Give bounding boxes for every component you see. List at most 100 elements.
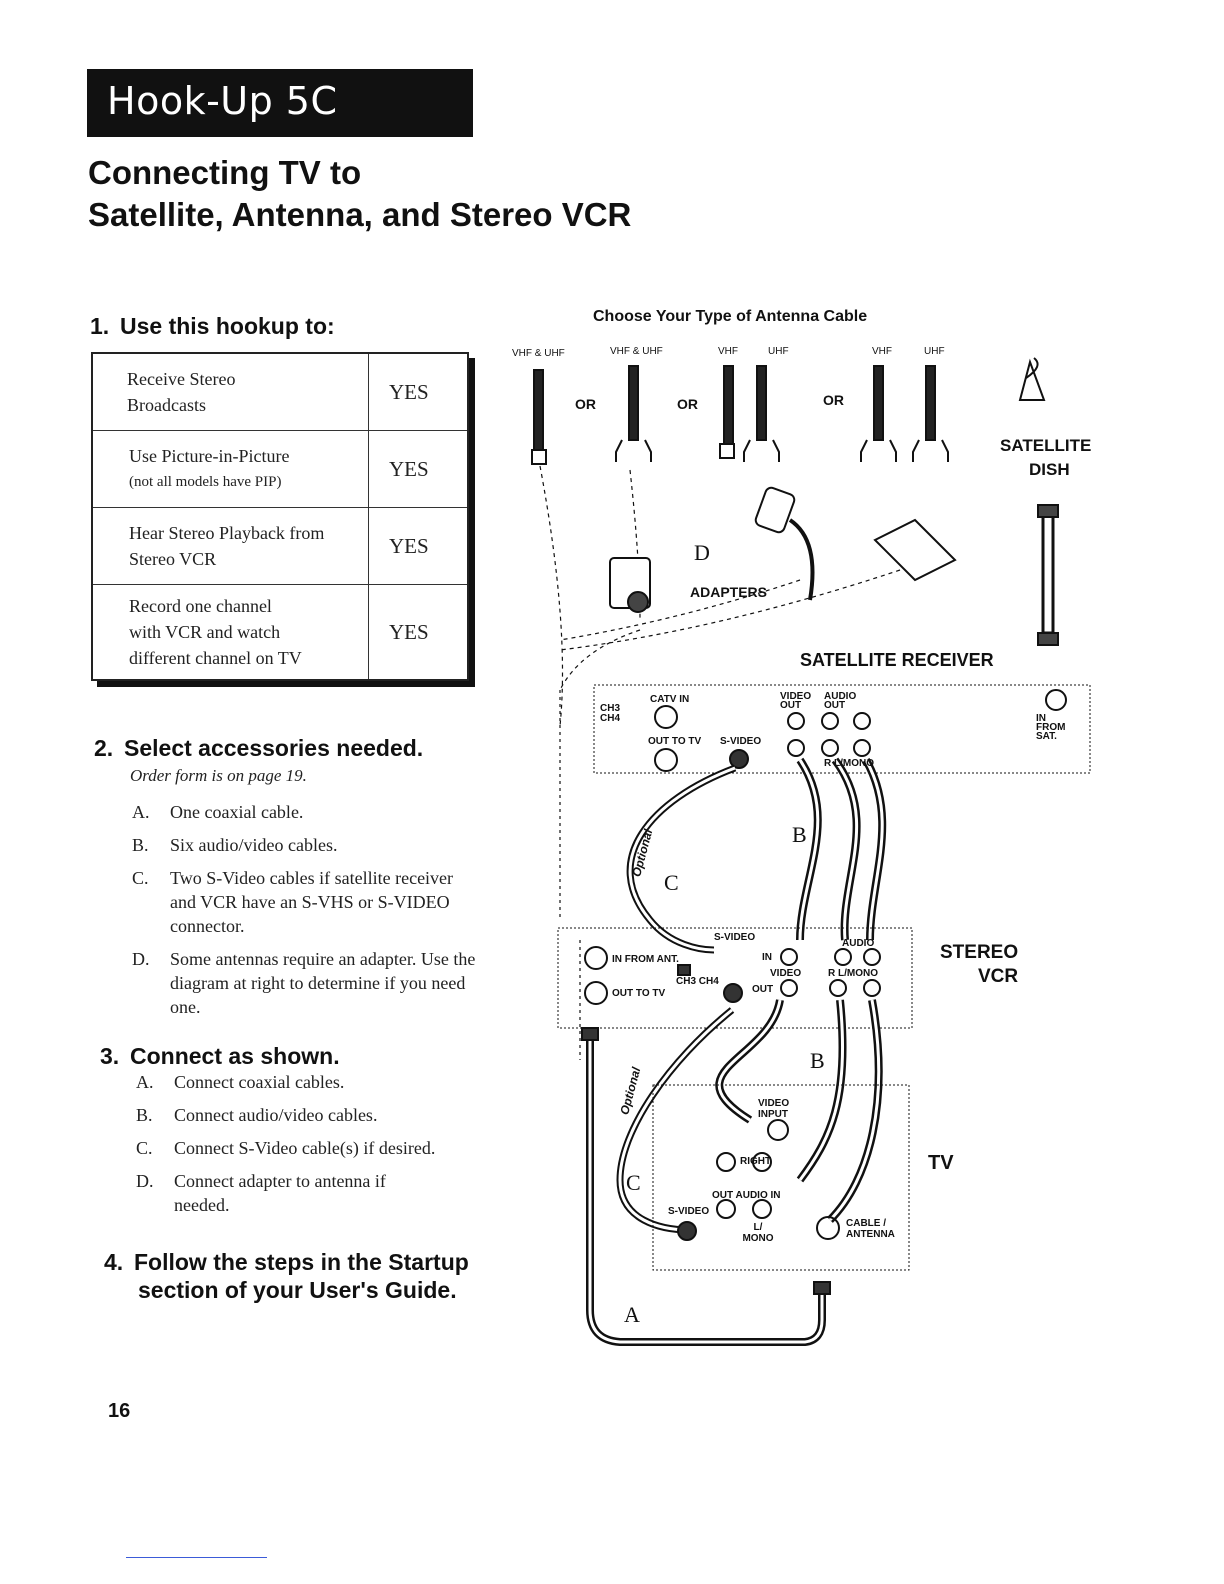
cable-type-label: VHF bbox=[718, 346, 738, 357]
step3-heading: 3. Connect as shown. bbox=[100, 1042, 340, 1070]
list-text: Connect S-Video cable(s) if desired. bbox=[174, 1138, 436, 1158]
list-text: Six audio/video cables. bbox=[170, 835, 338, 855]
vcr-out-to-tv-label: OUT TO TV bbox=[612, 988, 666, 999]
list-item: A. One coaxial cable. bbox=[132, 800, 477, 824]
tv-right-label: RIGHT bbox=[740, 1156, 772, 1167]
table-cell-answer: YES bbox=[368, 430, 469, 508]
or-label: OR bbox=[575, 396, 596, 412]
vcr-label: STEREO bbox=[940, 942, 1019, 963]
adapter-icon bbox=[873, 518, 957, 582]
table-cell-answer: YES bbox=[368, 584, 469, 681]
list-letter: D. bbox=[132, 949, 150, 969]
adapter-letter: D bbox=[694, 540, 710, 565]
vcr-in-label: IN bbox=[762, 952, 772, 963]
vcr-ch-label: CH3 CH4 bbox=[676, 976, 719, 987]
accessories-list: A. One coaxial cable. B.Six audio/video c… bbox=[132, 800, 477, 1028]
tv-svideo-label: S-VIDEO bbox=[668, 1206, 710, 1217]
vcr-label: VCR bbox=[978, 966, 1019, 987]
list-text: Two S-Video cables if satellite receiver… bbox=[170, 868, 454, 936]
tv-cable-antenna-label: CABLE / ANTENNA bbox=[846, 1218, 895, 1240]
feature-line: (not all models have PIP) bbox=[129, 474, 282, 490]
dish-cable bbox=[1041, 513, 1055, 635]
antenna-cable bbox=[925, 365, 936, 441]
subtitle-line-1: Connecting TV to bbox=[88, 154, 362, 191]
adapter-icon bbox=[754, 486, 796, 534]
vcr-rl-label: R L/MONO bbox=[828, 968, 878, 979]
step3-number: 3. bbox=[100, 1043, 120, 1069]
cable-b-letter-lower: B bbox=[810, 1048, 825, 1073]
feature-line: with VCR and watch bbox=[129, 622, 281, 642]
tv-lmono-label: L/ MONO bbox=[742, 1222, 774, 1244]
list-letter: A. bbox=[132, 802, 150, 822]
page-number: 16 bbox=[108, 1400, 131, 1422]
step4-heading: 4.Follow the steps in the Startup sectio… bbox=[104, 1248, 469, 1304]
feature-line: different channel on TV bbox=[129, 648, 302, 668]
cable-type-label: UHF bbox=[924, 346, 945, 357]
vcr-in-from-ant-label: IN FROM ANT. bbox=[612, 954, 679, 965]
step2-heading-text: Select accessories needed. bbox=[124, 735, 424, 761]
cable-c-letter: C bbox=[664, 870, 679, 895]
list-item: B.Six audio/video cables. bbox=[132, 833, 477, 857]
feature-line: Stereo VCR bbox=[129, 549, 217, 569]
list-item: C.Two S-Video cables if satellite receiv… bbox=[132, 866, 477, 938]
step2-heading: 2.Select accessories needed. bbox=[94, 734, 423, 762]
table-row: Receive Stereo Broadcasts YES bbox=[91, 352, 469, 431]
list-letter: A. bbox=[136, 1072, 154, 1092]
or-label: OR bbox=[677, 396, 698, 412]
receiver-video-out-label: VIDEO OUT bbox=[780, 691, 812, 711]
list-text: Connect adapter to antenna if needed. bbox=[174, 1171, 386, 1215]
footer-rule bbox=[126, 1557, 267, 1558]
vcr-svideo-label: S-VIDEO bbox=[714, 932, 756, 943]
satellite-dish-label: SATELLITE bbox=[1000, 436, 1092, 455]
connect-list: A. Connect coaxial cables. B.Connect audi… bbox=[136, 1070, 481, 1226]
diagram-drawing bbox=[531, 357, 1091, 1346]
feature-line: Hear Stereo Playback from bbox=[129, 523, 325, 543]
receiver-out-to-tv-label: OUT TO TV bbox=[648, 736, 702, 747]
cable-type-label: VHF & UHF bbox=[512, 348, 565, 359]
receiver-audio-out-label: AUDIO OUT bbox=[824, 691, 857, 711]
list-text: Connect coaxial cables. bbox=[174, 1072, 345, 1092]
table-cell-feature: Hear Stereo Playback from Stereo VCR bbox=[91, 507, 369, 585]
order-form-note: Order form is on page 19. bbox=[130, 766, 307, 785]
vcr-box bbox=[557, 927, 913, 1029]
antenna-cable bbox=[756, 365, 767, 441]
hookup-table: Receive Stereo Broadcasts YES Use Pictur… bbox=[91, 352, 469, 681]
antenna-cable bbox=[533, 369, 544, 451]
cable-type-label: UHF bbox=[768, 346, 789, 357]
choose-cable-title: Choose Your Type of Antenna Cable bbox=[593, 308, 868, 325]
list-text: One coaxial cable. bbox=[170, 802, 304, 822]
cable-type-label: VHF bbox=[872, 346, 892, 357]
list-item: A. Connect coaxial cables. bbox=[136, 1070, 481, 1094]
table-cell-answer: YES bbox=[368, 352, 469, 431]
table-row: Use Picture-in-Picture (not all models h… bbox=[91, 430, 469, 508]
cable-type-label: VHF & UHF bbox=[610, 346, 663, 357]
tv-video-input-label: VIDEO INPUT bbox=[758, 1098, 790, 1120]
step3-heading-text: Connect as shown. bbox=[130, 1043, 340, 1069]
receiver-svideo-label: S-VIDEO bbox=[720, 736, 762, 747]
feature-line: Use Picture-in-Picture bbox=[129, 446, 290, 466]
list-item: B.Connect audio/video cables. bbox=[136, 1103, 481, 1127]
receiver-rl-label: R L/MONO bbox=[824, 758, 874, 769]
list-letter: D. bbox=[136, 1171, 154, 1191]
table-cell-answer: YES bbox=[368, 507, 469, 585]
table-cell-feature: Record one channel with VCR and watch di… bbox=[91, 584, 369, 681]
title-bar: Hook-Up 5C bbox=[87, 69, 473, 137]
cable-b-letter: B bbox=[792, 822, 807, 847]
table-cell-feature: Use Picture-in-Picture (not all models h… bbox=[91, 430, 369, 508]
cable-a-letter: A bbox=[624, 1302, 640, 1327]
step4-number: 4. bbox=[104, 1249, 124, 1275]
satellite-dish-label: DISH bbox=[1029, 460, 1070, 479]
tv-audio-label: OUT AUDIO IN bbox=[712, 1190, 781, 1201]
or-label: OR bbox=[823, 392, 844, 408]
subtitle-line-2: Satellite, Antenna, and Stereo VCR bbox=[88, 196, 632, 233]
cable-c-letter-lower: C bbox=[626, 1170, 641, 1195]
hookup-diagram: Choose Your Type of Antenna Cable VHF & … bbox=[500, 300, 1140, 1380]
table-row: Hear Stereo Playback from Stereo VCR YES bbox=[91, 507, 469, 585]
feature-line: Record one channel bbox=[129, 596, 272, 616]
tv-box bbox=[652, 1084, 910, 1271]
satellite-receiver-label: SATELLITE RECEIVER bbox=[800, 650, 994, 670]
step1-heading-text: Use this hookup to: bbox=[120, 313, 335, 339]
tv-label: TV bbox=[928, 1152, 954, 1174]
list-text: Some antennas require an adapter. Use th… bbox=[170, 949, 476, 1017]
receiver-in-from-sat-label: IN FROM SAT. bbox=[1036, 713, 1066, 742]
